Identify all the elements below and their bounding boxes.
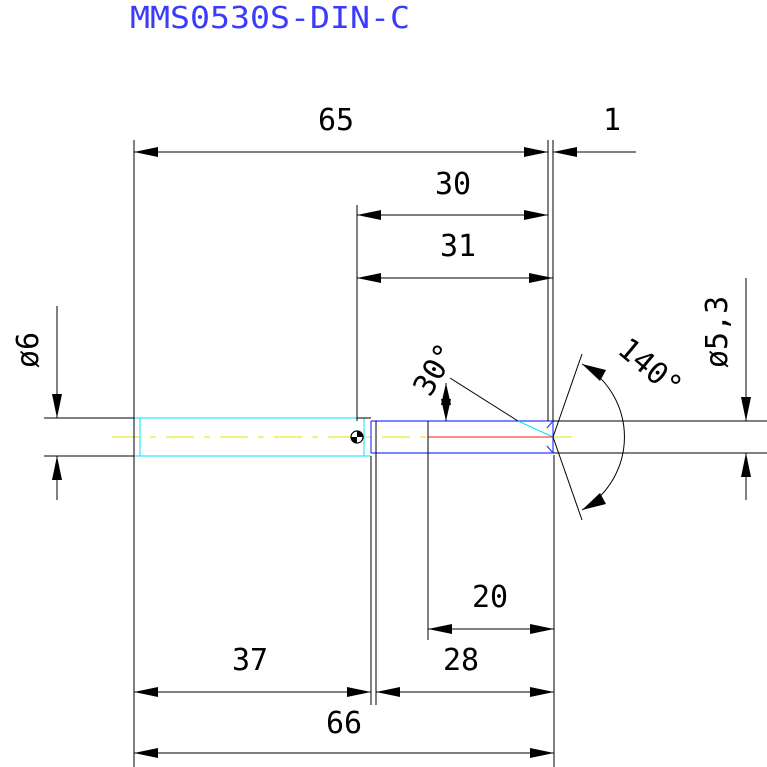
dimension-angle-30-label: 30° xyxy=(407,338,464,402)
dimension-66: 66 xyxy=(134,706,554,758)
dimension-28: 28 xyxy=(376,643,554,697)
dimension-diameter-5-3-label: ø5,3 xyxy=(700,296,735,368)
dimension-37-label: 37 xyxy=(232,643,268,678)
dimension-angle-140-label: 140° xyxy=(611,331,689,404)
dimension-1-label: 1 xyxy=(603,103,621,138)
center-mark-icon xyxy=(350,430,364,444)
dimension-31-label: 31 xyxy=(440,229,476,264)
dimension-diameter-5-3: ø5,3 xyxy=(700,278,751,500)
dimension-30-label: 30 xyxy=(435,167,471,202)
tool-outline xyxy=(112,417,575,457)
dimension-20: 20 xyxy=(428,580,554,634)
dimension-angle-30: 30° xyxy=(407,338,464,421)
dimension-diameter-6-label: ø6 xyxy=(11,332,46,368)
drawing-title: MMS0530S-DIN-C xyxy=(130,1,410,36)
dimension-66-label: 66 xyxy=(326,706,362,741)
dimension-65-label: 65 xyxy=(318,103,354,138)
dimension-37: 37 xyxy=(134,643,371,697)
extension-lines xyxy=(44,140,767,767)
dimension-31: 31 xyxy=(357,229,553,283)
dimension-diameter-6: ø6 xyxy=(11,306,62,500)
dimension-30: 30 xyxy=(357,167,548,220)
dimension-28-label: 28 xyxy=(443,643,479,678)
dimension-20-label: 20 xyxy=(472,580,508,615)
dimension-65: 65 xyxy=(134,103,548,157)
dimension-1: 1 xyxy=(553,103,636,157)
